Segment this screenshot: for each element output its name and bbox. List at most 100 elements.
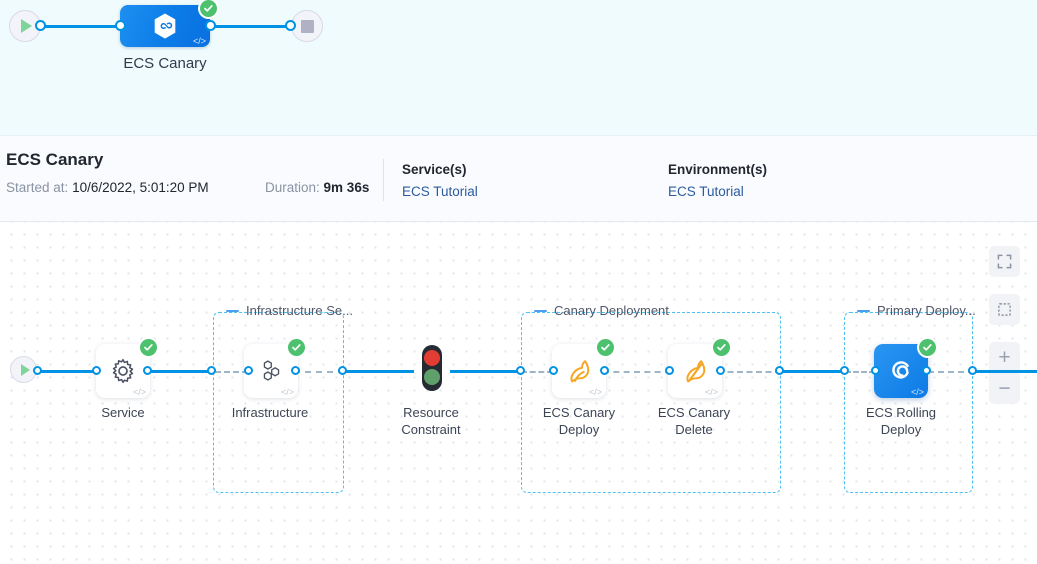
canary-bird-icon <box>570 360 590 383</box>
services-link[interactable]: ECS Tutorial <box>402 184 478 199</box>
play-icon <box>20 363 30 376</box>
group-collapse-dash-icon[interactable] <box>857 309 870 312</box>
group-infrastructure-exit-port[interactable] <box>338 366 347 375</box>
node-infrastructure-input-port[interactable] <box>244 366 253 375</box>
mini-stage-label: ECS Canary <box>123 55 207 72</box>
wire-primary-to-canvas-end <box>972 370 1037 373</box>
wire-stage-to-end <box>210 24 290 28</box>
node-resource-constraint-label: Resource Constraint <box>401 405 461 437</box>
dashed-selection-box-icon[interactable] <box>989 294 1020 325</box>
group-collapse-dash-icon[interactable] <box>226 309 239 312</box>
group-primary-exit-port[interactable] <box>968 366 977 375</box>
wire-canary-to-primary-group <box>779 370 847 373</box>
zoom-out-button[interactable]: − <box>989 373 1020 404</box>
fullscreen-expand-icon[interactable] <box>989 246 1020 277</box>
execution-details-strip: ECS Canary Started at: 10/6/2022, 5:01:2… <box>0 136 1037 222</box>
wire-canary-group-entry <box>521 370 553 373</box>
environments-link[interactable]: ECS Tutorial <box>668 184 744 199</box>
stage-input-port[interactable] <box>115 20 126 31</box>
code-brackets-icon: </> <box>280 387 294 397</box>
ecs-rolling-icon <box>892 361 909 379</box>
environments-header: Environment(s) <box>668 162 768 177</box>
group-header-infrastructure[interactable]: Infrastructure Se... <box>224 303 355 318</box>
node-ecs-canary-delete-status-success-check-icon <box>713 339 730 356</box>
node-infrastructure-output-port[interactable] <box>291 366 300 375</box>
node-ecs-canary-delete[interactable]: </> <box>668 344 722 398</box>
node-ecs-canary-deploy-output-port[interactable] <box>600 366 609 375</box>
zoom-in-button[interactable]: + <box>989 342 1020 373</box>
group-collapse-dash-icon[interactable] <box>534 309 547 312</box>
top-pipeline-bar: </> ECS Canary <box>0 0 1037 136</box>
wire-start-to-service <box>38 370 98 373</box>
node-ecs-canary-delete-input-port[interactable] <box>665 366 674 375</box>
node-ecs-canary-delete-label: ECS Canary Delete <box>657 405 731 437</box>
pipeline-end-node[interactable] <box>291 10 323 42</box>
wire-resource-constraint-to-canary-group <box>450 370 523 373</box>
services-header: Service(s) <box>402 162 467 177</box>
node-service-output-port[interactable] <box>143 366 152 375</box>
wire-primary-group-entry <box>845 370 875 373</box>
node-ecs-rolling-deploy-output-port[interactable] <box>922 366 931 375</box>
end-input-port[interactable] <box>285 20 296 31</box>
started-at-value: 10/6/2022, 5:01:20 PM <box>72 180 209 195</box>
code-brackets-icon: </> <box>588 387 602 397</box>
code-brackets-icon: </> <box>192 36 206 46</box>
group-canary-deployment[interactable]: Canary Deployment <box>521 303 781 493</box>
start-output-port[interactable] <box>35 20 46 31</box>
started-at-label: Started at <box>6 180 65 195</box>
node-service[interactable]: </> <box>96 344 150 398</box>
group-header-primary-deployment[interactable]: Primary Deploy... <box>855 303 978 318</box>
stage-output-port[interactable] <box>205 20 216 31</box>
node-ecs-rolling-deploy[interactable]: </> <box>874 344 928 398</box>
group-primary-deployment[interactable]: Primary Deploy... <box>844 303 976 493</box>
group-label-canary-deployment: Canary Deployment <box>554 303 669 318</box>
group-label-primary-deployment: Primary Deploy... <box>877 303 976 318</box>
services-column: Service(s) ECS Tutorial <box>402 162 478 199</box>
canvas-start-output-port[interactable] <box>33 366 42 375</box>
group-header-canary-deployment[interactable]: Canary Deployment <box>532 303 671 318</box>
duration-value: 9m 36s <box>323 180 370 195</box>
hexagon-cluster-icon <box>263 359 279 381</box>
wire-infra-group-entry <box>215 370 248 373</box>
group-infrastructure-entry-port[interactable] <box>207 366 216 375</box>
node-ecs-rolling-deploy-status-success-check-icon <box>919 339 936 356</box>
wire-infra-to-resource-constraint <box>342 370 414 373</box>
node-ecs-canary-deploy-status-success-check-icon <box>597 339 614 356</box>
node-ecs-canary-delete-output-port[interactable] <box>716 366 725 375</box>
node-infrastructure[interactable]: </> <box>244 344 298 398</box>
node-infrastructure-status-success-check-icon <box>288 339 305 356</box>
duration-row: Duration: 9m 36s <box>265 180 370 195</box>
node-ecs-canary-deploy[interactable]: </> <box>552 344 606 398</box>
fullscreen-button[interactable] <box>989 246 1020 277</box>
mini-stage-status-success-check-icon <box>200 0 217 17</box>
group-canary-exit-port[interactable] <box>775 366 784 375</box>
harness-hexagon-infinity-icon <box>154 13 176 39</box>
environments-column: Environment(s) ECS Tutorial <box>668 162 767 199</box>
node-resource-constraint[interactable] <box>405 342 459 396</box>
fit-selection-button[interactable] <box>989 294 1020 325</box>
gear-icon <box>112 358 134 384</box>
wire-infra-to-group-exit <box>294 370 344 373</box>
mini-pipeline-graph: </> ECS Canary <box>0 0 340 100</box>
group-primary-entry-port[interactable] <box>840 366 849 375</box>
group-infrastructure-section[interactable]: Infrastructure Se... <box>213 303 353 493</box>
group-canary-entry-port[interactable] <box>516 366 525 375</box>
wire-canary-group-exit <box>718 370 781 373</box>
wire-service-to-infra-group <box>146 370 216 373</box>
stop-icon <box>300 19 314 33</box>
zoom-controls[interactable]: + − <box>989 342 1020 404</box>
execution-graph-canvas[interactable]: Infrastructure Se... Canary Deployment P… <box>0 222 1037 564</box>
execution-title: ECS Canary <box>6 150 104 169</box>
node-infrastructure-label: Infrastructure <box>231 405 309 420</box>
mini-stage-ecs-canary[interactable]: </> <box>120 5 210 47</box>
wire-primary-group-exit <box>928 370 974 373</box>
details-divider <box>383 159 384 201</box>
node-ecs-canary-deploy-input-port[interactable] <box>549 366 558 375</box>
canary-bird-delete-icon <box>686 360 706 383</box>
node-service-input-port[interactable] <box>92 366 101 375</box>
code-brackets-icon: </> <box>704 387 718 397</box>
node-ecs-rolling-deploy-input-port[interactable] <box>871 366 880 375</box>
wire-start-to-stage <box>40 24 122 28</box>
canvas-start-node[interactable] <box>10 356 37 383</box>
